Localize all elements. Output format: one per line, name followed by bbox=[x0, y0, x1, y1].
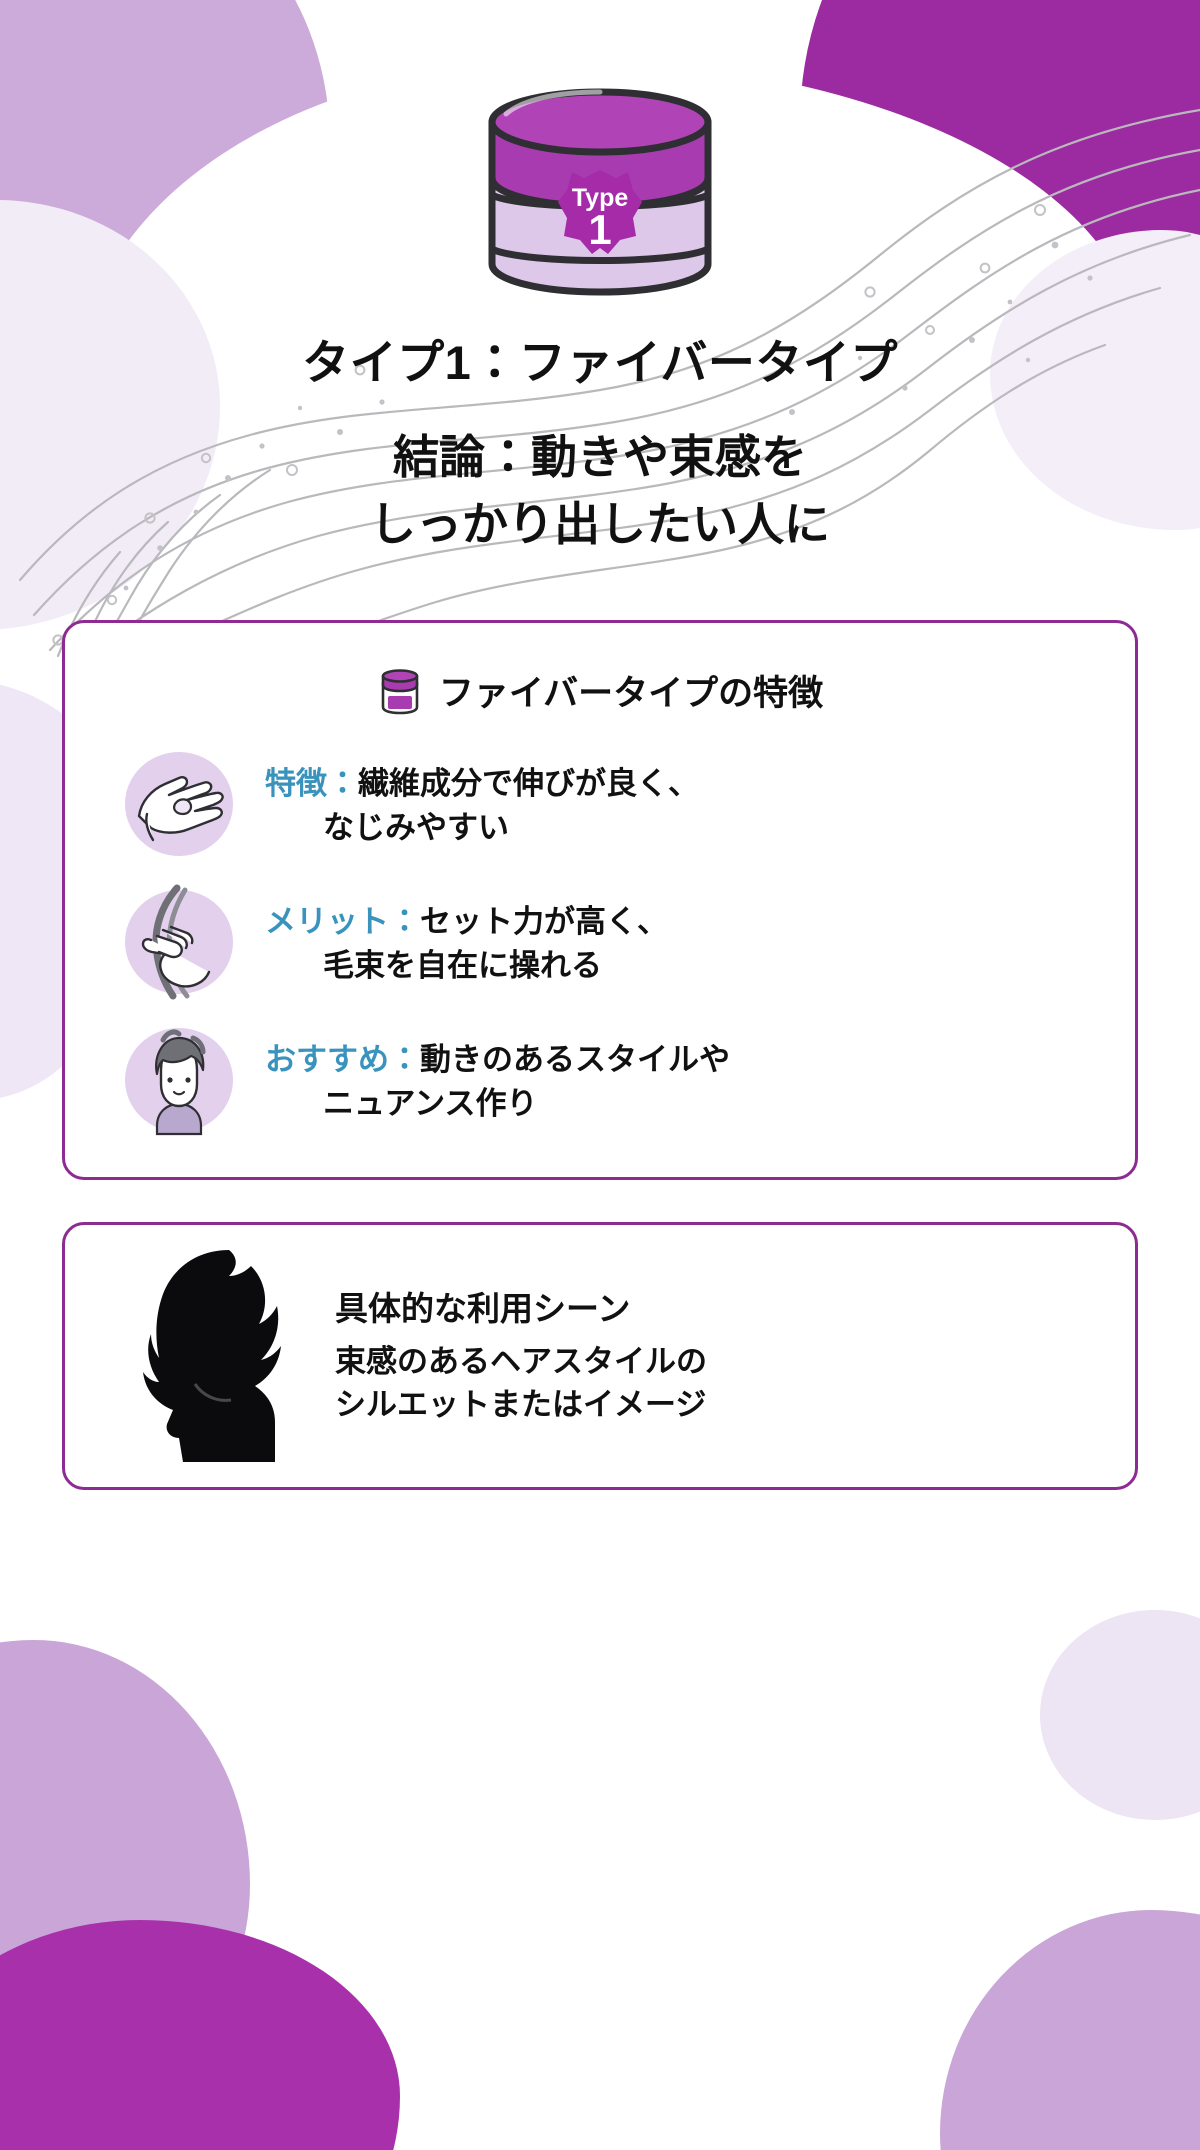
feature-text-line-1: セット力が高く、 bbox=[420, 904, 668, 939]
usage-card-title: 具体的な利用シーン bbox=[335, 1289, 631, 1327]
decorative-blob-top-left bbox=[0, 0, 330, 350]
feature-text-line-1: 動きのあるスタイルや bbox=[420, 1042, 730, 1077]
subtitle-block: 結論：動きや束感を しっかり出したい人に bbox=[0, 424, 1200, 557]
decorative-blob-bottom-left bbox=[0, 1640, 250, 2110]
decorative-blob-bottom-left-dark bbox=[0, 1920, 400, 2150]
feature-text: おすすめ：動きのあるスタイルや ニュアンス作り bbox=[265, 1018, 730, 1126]
feature-row: 特徴：繊維成分で伸びが良く、 なじみやすい bbox=[117, 742, 1083, 866]
hands-rubbing-icon bbox=[117, 742, 241, 866]
subtitle-line-1: 結論：動きや束感を bbox=[393, 431, 807, 484]
decorative-blob-bottom-right-light bbox=[1040, 1610, 1200, 1820]
wax-jar-icon bbox=[381, 668, 419, 714]
feature-label: 特徴： bbox=[265, 766, 358, 801]
feature-text-line-2: 毛束を自在に操れる bbox=[323, 948, 602, 984]
usage-card-inner: 具体的な利用シーン 束感のあるヘアスタイルの シルエットまたはイメージ bbox=[65, 1225, 1135, 1487]
jar-badge-number: 1 bbox=[588, 206, 611, 253]
usage-desc-line-2: シルエットまたはイメージ bbox=[335, 1387, 707, 1422]
features-card-title: ファイバータイプの特徴 bbox=[438, 674, 824, 713]
feature-label: おすすめ： bbox=[265, 1042, 420, 1077]
decorative-blob-top-right bbox=[800, 0, 1200, 360]
features-list: 特徴：繊維成分で伸びが良く、 なじみやすい bbox=[65, 742, 1135, 1142]
usage-text-block: 具体的な利用シーン 束感のあるヘアスタイルの シルエットまたはイメージ bbox=[335, 1282, 707, 1431]
feature-row: おすすめ：動きのあるスタイルや ニュアンス作り bbox=[117, 1018, 1083, 1142]
features-card-header: ファイバータイプの特徴 bbox=[65, 665, 1135, 716]
feature-row: メリット：セット力が高く、 毛束を自在に操れる bbox=[117, 880, 1083, 1004]
headline-block: タイプ1：ファイバータイプ 結論：動きや束感を しっかり出したい人に bbox=[0, 336, 1200, 557]
mens-hairstyle-portrait-icon bbox=[117, 1018, 241, 1142]
usage-desc-line-1: 束感のあるヘアスタイルの bbox=[335, 1343, 707, 1379]
hand-holding-hair-strand-icon bbox=[117, 880, 241, 1004]
feature-text-line-1: 繊維成分で伸びが良く、 bbox=[358, 766, 699, 801]
feature-text: メリット：セット力が高く、 毛束を自在に操れる bbox=[265, 880, 668, 988]
features-card: ファイバータイプの特徴 特徴：繊維成分で伸びが良く、 bbox=[62, 620, 1138, 1180]
usage-scene-card: 具体的な利用シーン 束感のあるヘアスタイルの シルエットまたはイメージ bbox=[62, 1222, 1138, 1490]
feature-text: 特徴：繊維成分で伸びが良く、 なじみやすい bbox=[265, 742, 699, 850]
subtitle-line-2: しっかり出したい人に bbox=[370, 497, 830, 550]
hair-silhouette-icon bbox=[125, 1246, 315, 1466]
decorative-blob-bottom-right bbox=[940, 1910, 1200, 2150]
jar-badge-type-label: Type bbox=[572, 184, 629, 212]
page-title: タイプ1：ファイバータイプ bbox=[302, 336, 898, 389]
feature-label: メリット： bbox=[265, 904, 420, 939]
hero-wax-jar-illustration: Type 1 bbox=[470, 78, 730, 313]
feature-text-line-2: なじみやすい bbox=[323, 810, 509, 846]
feature-text-line-2: ニュアンス作り bbox=[323, 1086, 538, 1122]
